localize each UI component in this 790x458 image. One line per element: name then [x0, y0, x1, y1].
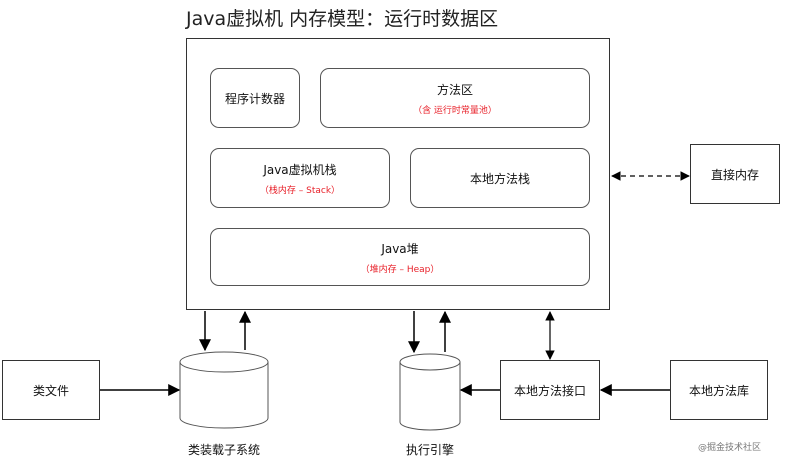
native-library-label: 本地方法库: [688, 383, 749, 398]
native-stack-box: 本地方法栈: [410, 148, 590, 208]
class-loader-label: 类装载子系统: [187, 443, 260, 457]
native-library-box: 本地方法库: [670, 360, 768, 420]
class-file-box: 类文件: [2, 360, 100, 420]
direct-memory-label: 直接内存: [710, 167, 759, 182]
diagram-title: Java虚拟机 内存模型：运行时数据区: [186, 8, 499, 30]
native-interface-label: 本地方法接口: [513, 383, 586, 398]
class-file-label: 类文件: [32, 383, 69, 398]
heap-label: Java堆: [381, 241, 419, 256]
exec-engine-label: 执行引擎: [405, 443, 454, 457]
jvm-stack-box: Java虚拟机栈 （栈内存 – Stack）: [210, 148, 390, 208]
method-area-label: 方法区: [436, 82, 473, 97]
watermark: @掘金技术社区: [698, 443, 762, 453]
native-interface-box: 本地方法接口: [500, 360, 600, 420]
exec-engine-cylinder: [399, 353, 461, 431]
heap-sublabel: （堆内存 – Heap）: [360, 264, 440, 275]
pc-register-box: 程序计数器: [210, 68, 300, 128]
jvm-stack-label: Java虚拟机栈: [263, 162, 337, 177]
pc-register-label: 程序计数器: [224, 91, 285, 106]
class-loader-cylinder: [179, 351, 269, 429]
native-stack-label: 本地方法栈: [469, 171, 530, 186]
method-area-sublabel: （含 运行时常量池）: [413, 105, 497, 116]
direct-memory-box: 直接内存: [690, 144, 780, 204]
jvm-stack-sublabel: （栈内存 – Stack）: [259, 185, 341, 196]
method-area-box: 方法区 （含 运行时常量池）: [320, 68, 590, 128]
heap-box: Java堆 （堆内存 – Heap）: [210, 228, 590, 286]
